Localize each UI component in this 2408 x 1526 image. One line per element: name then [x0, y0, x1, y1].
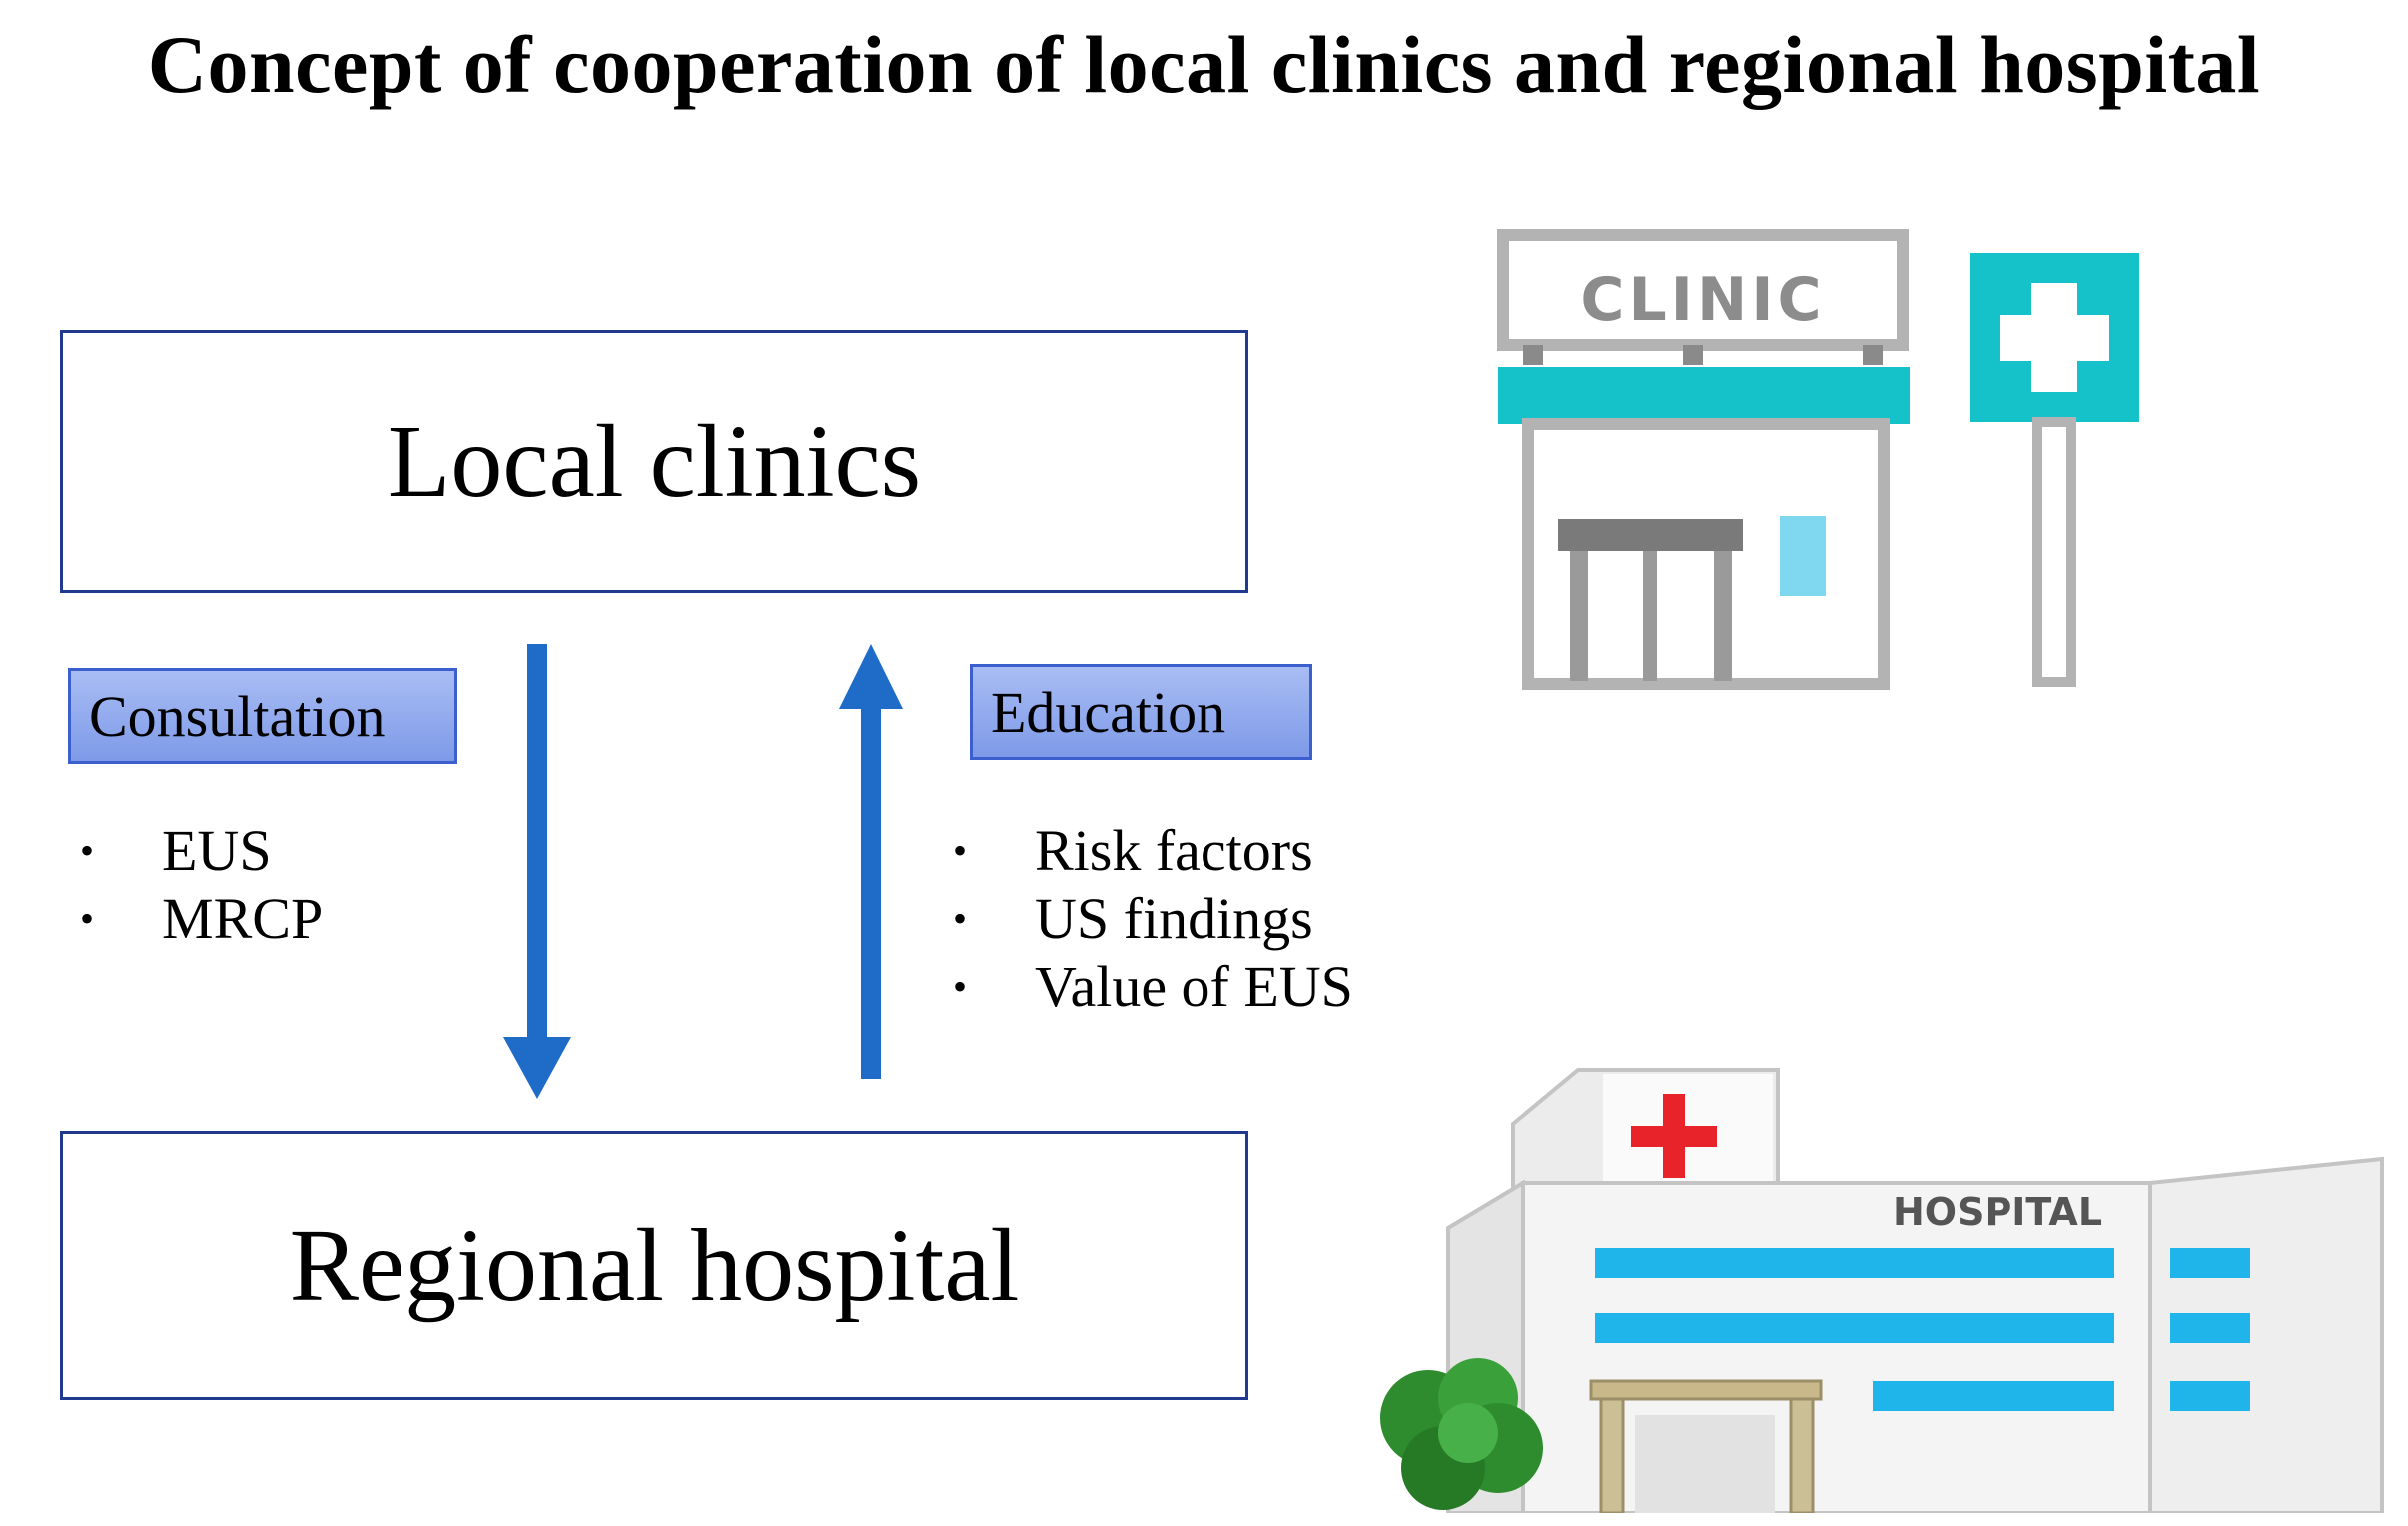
- regional-hospital-box: Regional hospital: [60, 1131, 1248, 1400]
- list-item: MRCP: [62, 885, 323, 953]
- local-clinics-label: Local clinics: [387, 403, 922, 519]
- regional-hospital-label: Regional hospital: [289, 1207, 1020, 1323]
- list-item: US findings: [935, 885, 1353, 953]
- local-clinics-box: Local clinics: [60, 330, 1248, 593]
- list-item: Risk factors: [935, 817, 1353, 885]
- list-item: EUS: [62, 817, 323, 885]
- consultation-list: EUS MRCP: [62, 817, 323, 953]
- clinic-sign-text: CLINIC: [1580, 265, 1825, 335]
- consultation-tag: Consultation: [68, 668, 457, 764]
- hospital-sign-text: HOSPITAL: [1893, 1190, 2102, 1234]
- consultation-label: Consultation: [89, 683, 386, 749]
- education-label: Education: [991, 679, 1226, 745]
- arrow-down-icon: [503, 644, 571, 1099]
- tree-icon: [1380, 1358, 1543, 1510]
- diagram-title: Concept of cooperation of local clinics …: [147, 19, 2261, 110]
- list-item: Value of EUS: [935, 953, 1353, 1021]
- clinic-building-icon: CLINIC: [1497, 229, 2139, 690]
- education-list: Risk factors US findings Value of EUS: [935, 817, 1353, 1021]
- hospital-building-icon: HOSPITAL: [1380, 1068, 2384, 1513]
- education-tag: Education: [970, 664, 1312, 760]
- arrow-up-icon: [839, 644, 903, 1079]
